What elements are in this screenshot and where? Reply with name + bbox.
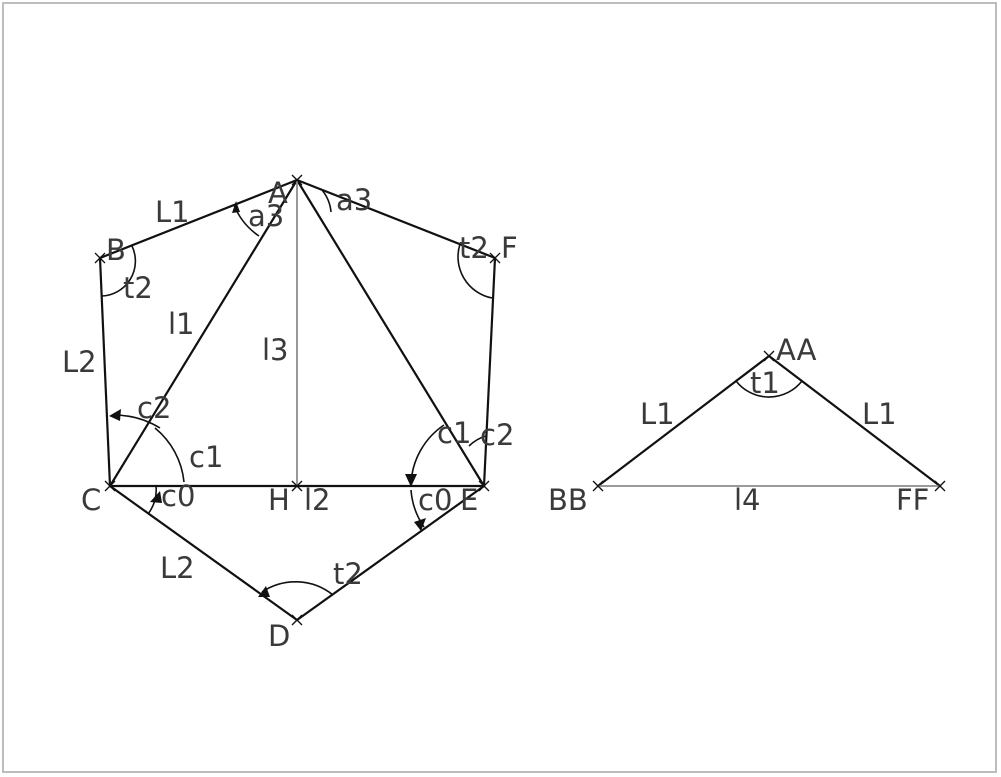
vertex-label-FF: FF — [896, 483, 929, 517]
edge-A-C — [108, 178, 299, 488]
angle-label-c2-E: c2 — [480, 418, 514, 452]
angle-arc-c2-E — [468, 435, 487, 447]
edge-E-F — [482, 256, 497, 488]
edge-C-D — [108, 484, 299, 622]
angle-arc-t1-AA — [735, 380, 803, 398]
edge-label-l1: l1 — [168, 307, 195, 341]
angle-label-t2-D: t2 — [333, 557, 363, 591]
arrow-c2-C — [109, 409, 121, 421]
edge-label-L1-AA-FF: L1 — [862, 397, 897, 431]
vertex-label-H: H — [268, 483, 290, 517]
angle-arc-t2-B — [101, 245, 137, 297]
angle-label-t2-B: t2 — [123, 271, 153, 305]
angle-label-c1-E: c1 — [437, 416, 471, 450]
vertex-label-F: F — [501, 231, 518, 265]
vertex-label-C: C — [81, 483, 101, 517]
vertex-label-BB: BB — [548, 483, 588, 517]
angle-label-c2-C: c2 — [137, 391, 171, 425]
edge-label-L2-left: L2 — [62, 345, 97, 379]
edge-A-B — [98, 178, 299, 260]
triangle-vertex-marks — [592, 350, 946, 492]
arrow-a3-left — [232, 201, 240, 213]
vertex-marks — [94, 174, 501, 626]
angle-label-a3-right: a3 — [336, 183, 372, 217]
triangle-figure: AA BB FF L1 L1 l4 t1 — [548, 333, 946, 517]
hexagon-figure: A B C D E F H L1 L2 L2 l1 l3 l2 a3 a3 t2… — [62, 174, 518, 653]
edge-label-l3: l3 — [262, 333, 289, 367]
edge-AA-FF — [767, 354, 942, 488]
arrow-c0-C — [150, 491, 162, 503]
angle-label-a3-left: a3 — [248, 199, 284, 233]
arrow-t2-D — [258, 586, 270, 597]
angle-arc-c1-C — [154, 427, 185, 483]
angle-label-c0-E: c0 — [418, 483, 452, 517]
edge-label-L1-AA-BB: L1 — [640, 397, 675, 431]
vertex-label-D: D — [268, 619, 290, 653]
edge-label-L2-bottom: L2 — [160, 551, 195, 585]
vertex-label-A: A — [268, 176, 288, 210]
edge-B-C — [98, 256, 112, 488]
edge-D-E — [295, 484, 486, 622]
arrow-c0-E — [414, 518, 426, 531]
angle-label-c0-C: c0 — [161, 479, 195, 513]
edge-label-L1-left: L1 — [155, 195, 190, 229]
edge-label-l2: l2 — [304, 483, 331, 517]
edge-F-A — [295, 178, 497, 260]
edge-label-l4: l4 — [734, 483, 761, 517]
angle-label-c1-C: c1 — [189, 440, 223, 474]
angle-label-t1-AA: t1 — [750, 366, 780, 400]
vertex-label-AA: AA — [776, 333, 817, 367]
vertex-label-B: B — [106, 233, 126, 267]
angle-arc-a3-right — [321, 189, 332, 213]
angle-arc-t2-D — [261, 581, 334, 596]
vertex-label-E: E — [460, 483, 478, 517]
angle-arc-t2-F — [457, 243, 493, 299]
edge-AA-BB — [596, 354, 771, 488]
arrow-c1-E — [405, 474, 417, 487]
angle-label-t2-F: t2 — [459, 231, 489, 265]
edge-A-E — [295, 178, 486, 488]
